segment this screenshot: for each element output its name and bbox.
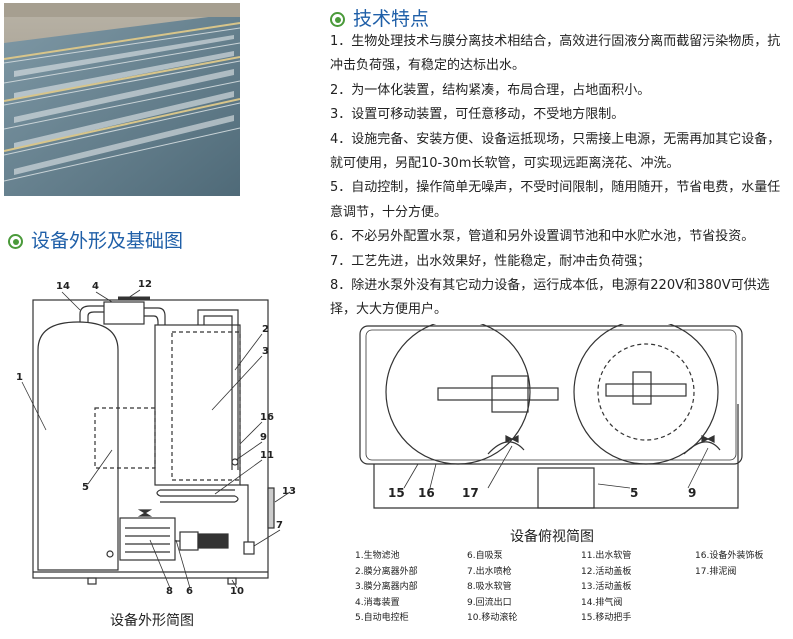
part-label: 9 [688,486,697,500]
bullet-ring-icon [8,234,23,249]
legend-item: 4.消毒装置 [355,597,400,608]
features-heading: 技术特点 [330,4,429,31]
part-label: 16 [418,486,435,500]
parts-legend: 1.生物滤池 6.自吸泵 11.出水软管 16.设备外装饰板 2.膜分离器外部 … [355,548,793,626]
legend-item: 16.设备外装饰板 [695,551,764,561]
feature-item: 7．工艺先进，出水效果好，性能稳定，耐冲击负荷强； [330,253,651,269]
exterior-caption: 设备外形简图 [110,613,194,629]
top-view-frame [359,325,743,465]
legend-item: 1.生物滤池 [355,551,400,561]
legend-item: 17.排泥阀 [695,566,737,577]
exterior-labels: 14 4 12 1 2 3 16 9 11 5 13 7 8 6 10 [0,270,300,600]
legend-item: 11.出水软管 [581,551,632,561]
feature-item: 2．为一体化装置，结构紧凑，布局合理，占地面积小。 [330,82,651,98]
feature-item: 1．生物处理技术与膜分离技术相结合，高效进行固液分离而截留污染物质，抗冲击负荷强… [330,34,781,74]
legend-item: 12.活动盖板 [581,566,632,577]
part-label: 8 [166,586,173,597]
legend-item: 15.移动把手 [581,613,632,624]
legend-item: 5.自动电控柜 [355,613,409,624]
legend-row: 5.自动电控柜 10.移动滚轮 15.移动把手 [355,610,793,626]
legend-item: 3.膜分离器内部 [355,582,418,593]
legend-row: 4.消毒装置 9.回流出口 14.排气阀 [355,595,793,611]
part-label: 14 [56,281,70,292]
part-label: 5 [630,486,639,500]
legend-item: 2.膜分离器外部 [355,566,418,577]
legend-item: 10.移动滚轮 [467,613,518,624]
part-label: 11 [260,450,274,461]
part-label: 9 [260,432,267,443]
part-label: 10 [230,586,244,597]
top-view-diagram: 15 16 17 5 9 [358,319,758,514]
feature-item: 5．自动控制，操作简单无噪声，不受时间限制，随用随开，节省电费，水量任意调节，十… [330,180,781,220]
frame-outline [32,299,269,579]
legend-row: 2.膜分离器外部 7.出水喷枪 12.活动盖板 17.排泥阀 [355,564,793,580]
part-label: 1 [16,372,23,383]
disinfection-box [491,375,529,413]
control-cabinet [94,407,156,469]
legend-item: 9.回流出口 [467,597,512,608]
feature-item: 4．设施完备、安装方便、设备运抵现场，只需接上电源，无需再加其它设备，就可使用，… [330,131,781,172]
membrane-tank-photo [4,3,240,196]
exterior-title: 设备外形及基础图 [31,230,184,252]
legend-item: 13.活动盖板 [581,582,632,593]
top-view-caption: 设备俯视简图 [510,529,594,545]
biofilter-tank [37,321,119,571]
part-label: 13 [282,486,296,497]
legend-item: 7.出水喷枪 [467,566,512,577]
disinfection-unit [103,301,145,325]
top-view-labels: 15 16 17 5 9 [358,324,758,514]
features-list: 1．生物处理技术与膜分离技术相结合，高效进行固液分离而截留污染物质，抗冲击负荷强… [330,30,786,323]
part-label: 6 [186,586,193,597]
exterior-heading: 设备外形及基础图 [8,226,183,253]
legend-row: 1.生物滤池 6.自吸泵 11.出水软管 16.设备外装饰板 [355,548,793,564]
feature-item: 6．不必另外配置水泵，管道和另外设置调节池和中水贮水池，节省投资。 [330,229,755,245]
part-label: 16 [260,412,274,423]
part-label: 2 [262,324,269,335]
bullet-ring-icon [330,12,345,27]
photo-illustration [4,3,240,196]
part-label: 5 [82,482,89,493]
exterior-diagram: 14 4 12 1 2 3 16 9 11 5 13 7 8 6 10 [0,270,300,600]
part-label: 7 [276,520,283,531]
legend-item: 6.自吸泵 [467,551,503,561]
part-label: 3 [262,346,269,357]
legend-item: 8.吸水软管 [467,582,512,593]
part-label: 15 [388,486,405,500]
legend-item: 14.排气阀 [581,597,623,608]
legend-row: 3.膜分离器内部 8.吸水软管 13.活动盖板 [355,579,793,595]
features-title: 技术特点 [353,8,430,30]
feature-item: 3．设置可移动装置，可任意移动，不受地方限制。 [330,107,625,123]
part-label: 4 [92,281,99,292]
part-label: 12 [138,279,152,290]
feature-item: 8．除进水泵外没有其它动力设备，运行成本低，电源有220V和380V可供选择，大… [330,278,770,318]
part-label: 17 [462,486,479,500]
